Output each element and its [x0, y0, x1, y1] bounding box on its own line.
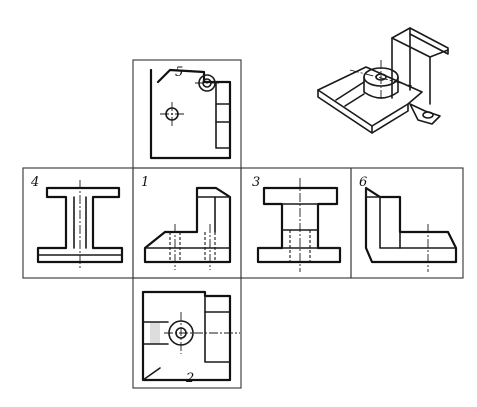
view-label-1: 1 — [141, 175, 149, 190]
view-label-4: 4 — [30, 175, 39, 190]
view-label-2: 2 — [185, 371, 194, 386]
view-1-drawing — [143, 186, 232, 270]
view-5-drawing — [149, 68, 232, 160]
view-label-3: 3 — [252, 175, 260, 190]
view-2-drawing — [141, 290, 240, 382]
view-6-drawing — [364, 186, 458, 272]
view-label-5: 5 — [175, 65, 183, 80]
view-label-6: 6 — [359, 175, 367, 190]
view-3-drawing — [256, 178, 342, 272]
isometric-view — [317, 27, 449, 134]
view-frames — [22, 59, 464, 389]
view-4-drawing — [36, 180, 124, 270]
view-labels: 5 4 1 3 6 2 — [30, 65, 367, 386]
